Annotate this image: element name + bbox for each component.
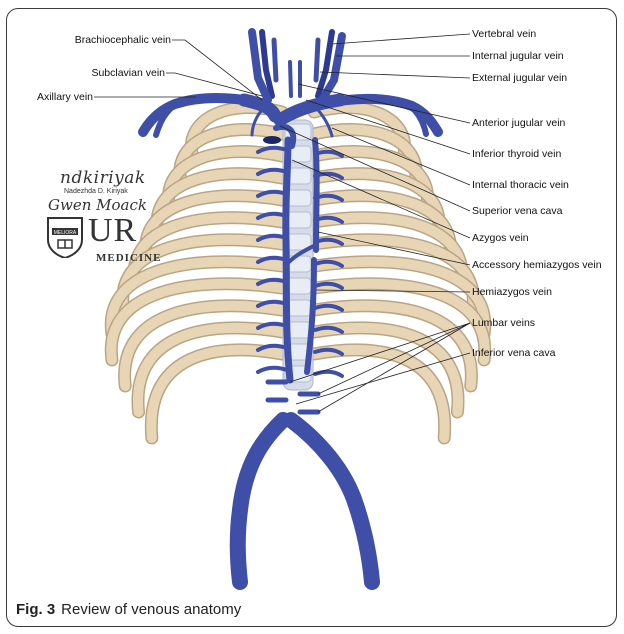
external-jugular-left <box>274 40 276 80</box>
common-iliac-right <box>291 420 372 582</box>
anterior-jugular <box>290 62 300 96</box>
label-internal-jugular-vein: Internal jugular vein <box>472 50 564 62</box>
label-internal-thoracic-vein: Internal thoracic vein <box>472 179 569 191</box>
label-superior-vena-cava: Superior vena cava <box>472 205 563 217</box>
rib-R-12 <box>314 350 445 438</box>
rib-L-12 <box>151 350 282 438</box>
label-inferior-thyroid-vein: Inferior thyroid vein <box>472 148 561 160</box>
label-vertebral-vein: Vertebral vein <box>472 28 536 40</box>
labels-left: Brachiocephalic vein Subclavian vein Axi… <box>37 34 171 103</box>
label-anterior-jugular-vein: Anterior jugular vein <box>472 117 566 129</box>
label-subclavian-vein: Subclavian vein <box>91 67 165 79</box>
common-iliac-left <box>238 420 283 582</box>
rib-fill-R-12 <box>314 350 445 438</box>
artist-signature: ndkiriyak <box>60 168 146 188</box>
figure-caption: Fig. 3 Review of venous anatomy <box>16 601 241 618</box>
figure-label: Fig. 3 <box>16 601 55 618</box>
university-seal-icon: MELIORA <box>44 214 86 258</box>
lumbar-vein <box>300 394 318 412</box>
figure-caption-text: Review of venous anatomy <box>61 601 241 618</box>
label-external-jugular-vein: External jugular vein <box>472 72 567 84</box>
label-hemiazygos-vein: Hemiazygos vein <box>472 286 552 298</box>
ur-logo: UR <box>88 212 137 250</box>
label-lumbar-veins: Lumbar veins <box>472 317 535 329</box>
external-jugular-right <box>316 40 318 80</box>
label-accessory-hemiazygos-vein: Accessory hemiazygos vein <box>472 259 602 271</box>
label-axillary-vein: Axillary vein <box>37 91 93 103</box>
artist-name: Nadezhda D. Kiriyak <box>64 188 128 195</box>
accessory-hemiazygos <box>315 140 317 250</box>
labels-right: Vertebral vein Internal jugular vein Ext… <box>472 28 602 359</box>
medicine-logo-text: MEDICINE <box>96 252 161 264</box>
rib-fill-L-12 <box>151 350 282 438</box>
seal-text: MELIORA <box>54 230 77 236</box>
label-inferior-vena-cava: Inferior vena cava <box>472 347 556 359</box>
label-brachiocephalic-vein: Brachiocephalic vein <box>75 34 171 46</box>
label-azygos-vein: Azygos vein <box>472 232 529 244</box>
